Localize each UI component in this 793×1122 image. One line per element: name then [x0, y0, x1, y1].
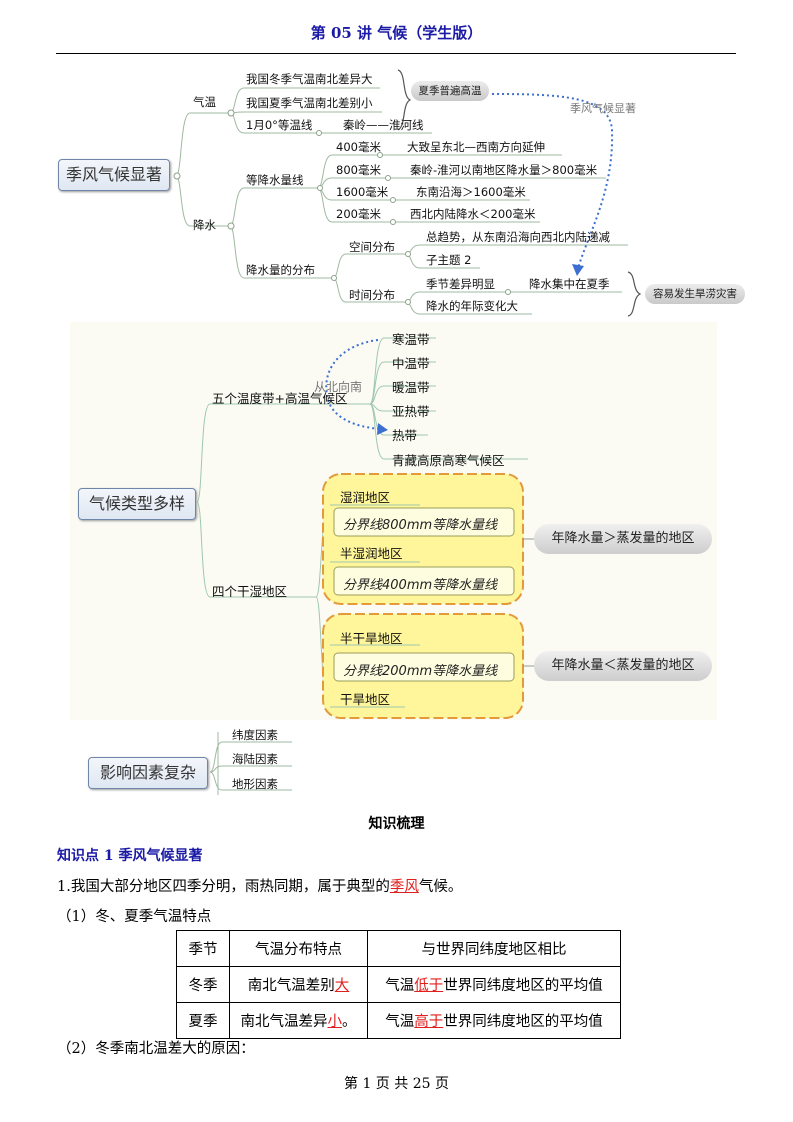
cell-highlight: 小 [327, 1014, 343, 1030]
table-cell-distribution: 南北气温差异小。 [229, 1002, 368, 1039]
node-qiwen-2: 我国夏季气温南北差别小 [246, 96, 373, 110]
node-five-zones: 五个温度带+高温气候区 [212, 391, 348, 406]
node-iso-1600: 1600毫米 [336, 185, 389, 199]
bubble-underlines [330, 504, 420, 708]
node-iso-400-desc: 大致呈东北—西南方向延伸 [407, 140, 545, 154]
table-header-cell: 季节 [176, 930, 230, 967]
wet-1: 湿润地区 [340, 490, 391, 505]
zone-6: 青藏高原高寒气候区 [392, 453, 505, 468]
node-qiwen-1: 我国冬季气温南北差异大 [246, 72, 373, 86]
zone-4: 亚热带 [392, 404, 430, 419]
knowledge-point-title: 知识点 1 季风气候显著 [57, 848, 203, 864]
cell-text: 南北气温差异 [240, 1014, 328, 1030]
brace-temporal [627, 271, 642, 317]
zone-5: 热带 [392, 428, 418, 443]
note-north-to-south: 从北向南 [314, 380, 363, 394]
wet-line-400: 分界线400mm等降水量线 [343, 578, 498, 593]
dry-line-200: 分界线200mm等降水量线 [343, 664, 498, 679]
factor-1: 纬度因素 [232, 728, 278, 742]
map3-root: 影响因素复杂 [88, 757, 208, 789]
table-header-cell: 气温分布特点 [229, 930, 368, 967]
bubble-inner-boxes [333, 507, 515, 682]
node-qinling-line: 秦岭——淮河线 [343, 118, 424, 132]
factor-3: 地形因素 [232, 777, 278, 791]
wet-line-800: 分界线800mm等降水量线 [343, 518, 498, 533]
note-monsoon: 季风气候显著 [570, 102, 636, 115]
paragraph-1: 1.我国大部分地区四季分明，雨热同期，属于典型的季风气候。 [57, 875, 462, 896]
node-iso-800: 800毫米 [336, 163, 381, 177]
node-iso-200: 200毫米 [336, 207, 381, 221]
zone-3: 暖温带 [392, 380, 430, 395]
subheading-2: （2）冬季南北温差大的原因： [57, 1041, 255, 1057]
table-row: 冬季 南北气温差别大 气温低于世界同纬度地区的平均值 [176, 966, 621, 1003]
table-cell-season: 夏季 [176, 1002, 230, 1039]
cell-text: 气温 [385, 1014, 415, 1030]
map1-root: 季风气候显著 [58, 159, 170, 191]
wet-2: 半湿润地区 [340, 546, 403, 561]
node-four-regions: 四个干湿地区 [212, 584, 288, 599]
temperature-table: 季节 气温分布特点 与世界同纬度地区相比 冬季 南北气温差别大 气温低于世界同纬… [176, 930, 621, 1039]
map2-root: 气候类型多样 [78, 488, 196, 520]
node-spatial: 空间分布 [349, 240, 395, 254]
node-temporal-summer: 降水集中在夏季 [529, 277, 610, 291]
arrow-north-south-head [377, 423, 388, 435]
arrow-summer-head [572, 264, 584, 276]
node-spatial-2: 子主题 2 [426, 253, 472, 267]
cell-text: 南北气温差别 [247, 978, 335, 994]
cell-highlight: 低于 [414, 978, 444, 994]
table-header-cell: 与世界同纬度地区相比 [367, 930, 621, 967]
zone-2: 中温带 [392, 356, 430, 371]
zone-1: 寒温带 [392, 332, 430, 347]
subheading-1: （1）冬、夏季气温特点 [57, 909, 212, 925]
pill-disaster: 容易发生旱涝灾害 [645, 284, 745, 304]
cell-text: 世界同纬度地区的平均值 [443, 1014, 603, 1030]
header-rule [56, 53, 736, 54]
brace-qiwen [397, 69, 412, 131]
factor-2: 海陆因素 [232, 752, 278, 766]
arrow-summer [491, 93, 614, 269]
cell-text: 世界同纬度地区的平均值 [443, 978, 603, 994]
pill-wet: 年降水量＞蒸发量的地区 [534, 524, 712, 554]
pill-summer-hot: 夏季普遍高温 [411, 81, 489, 101]
page-header-title: 第 05 讲 气候（学生版） [310, 24, 483, 42]
node-distribution: 降水量的分布 [246, 263, 315, 277]
para1-highlight: 季风 [389, 879, 419, 895]
table-cell-comparison: 气温低于世界同纬度地区的平均值 [367, 966, 621, 1003]
para1-pre: 1.我国大部分地区四季分明，雨热同期，属于典型的 [57, 879, 390, 895]
node-iso-800-desc: 秦岭-淮河以南地区降水量＞800毫米 [410, 163, 598, 177]
table-cell-distribution: 南北气温差别大 [229, 966, 368, 1003]
table-row: 夏季 南北气温差异小。 气温高于世界同纬度地区的平均值 [176, 1002, 621, 1039]
node-temporal: 时间分布 [349, 288, 395, 302]
dry-2: 干旱地区 [340, 692, 391, 707]
dry-1: 半干旱地区 [340, 631, 403, 646]
map3-connectors [209, 732, 292, 795]
node-iso-1600-desc: 东南沿海＞1600毫米 [416, 185, 526, 199]
cell-highlight: 大 [334, 978, 350, 994]
table-cell-comparison: 气温高于世界同纬度地区的平均值 [367, 1002, 621, 1039]
node-jiangshui: 降水 [193, 218, 216, 232]
pill-dry: 年降水量＜蒸发量的地区 [534, 651, 712, 681]
node-iso-400: 400毫米 [336, 140, 381, 154]
node-iso-200-desc: 西北内陆降水＜200毫米 [410, 207, 536, 221]
cell-text: 。 [342, 1014, 357, 1030]
para1-post: 气候。 [418, 879, 463, 895]
node-temporal-2: 降水的年际变化大 [426, 299, 518, 313]
node-isohyet: 等降水量线 [246, 173, 304, 187]
node-qiwen-3: 1月0°等温线 [246, 118, 313, 132]
table-header-row: 季节 气温分布特点 与世界同纬度地区相比 [176, 930, 621, 967]
cell-highlight: 高于 [414, 1014, 444, 1030]
node-qiwen: 气温 [193, 95, 216, 109]
map1-node-dots [173, 109, 511, 305]
node-temporal-1: 季节差异明显 [426, 277, 495, 291]
page-footer: 第 1 页 共 25 页 [344, 1076, 449, 1092]
section-title: 知识梳理 [368, 816, 425, 832]
table-cell-season: 冬季 [176, 966, 230, 1003]
node-spatial-1: 总趋势，从东南沿海向西北内陆递减 [426, 230, 610, 244]
cell-text: 气温 [385, 978, 415, 994]
